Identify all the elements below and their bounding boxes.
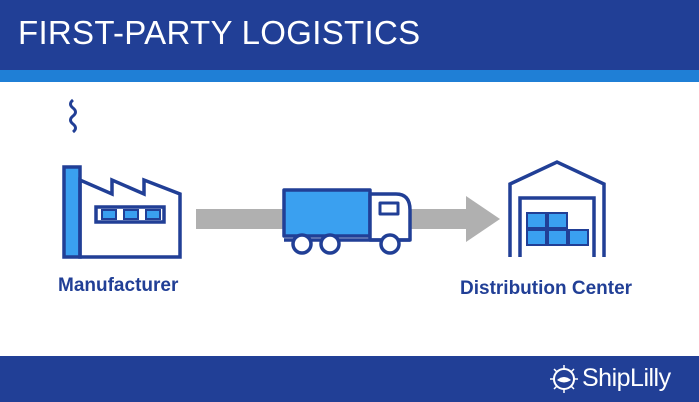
page-title: FIRST-PARTY LOGISTICS: [18, 14, 421, 51]
factory-icon: [62, 98, 182, 259]
warehouse-boxes: [526, 212, 589, 246]
shiplilly-brand: ShipLilly: [548, 362, 694, 396]
truck-icon: [282, 188, 412, 255]
warehouse-outline: [508, 160, 606, 257]
shiplilly-logo-icon: [550, 365, 578, 393]
smoke-icon: [69, 98, 77, 134]
factory-building: [78, 177, 182, 259]
header-bar: FIRST-PARTY LOGISTICS: [0, 0, 699, 70]
truck-cab: [368, 192, 412, 242]
truck-wheel: [319, 233, 341, 255]
warehouse-icon: [508, 160, 606, 257]
truck-wheel: [291, 233, 313, 255]
arrow-head: [466, 196, 500, 242]
brand-name: ShipLilly: [582, 364, 671, 392]
diagram-canvas: [62, 98, 606, 259]
distribution-center-label: Distribution Center: [460, 278, 633, 299]
logistics-diagram: Manufacturer Distribution Center: [0, 82, 699, 356]
truck-wheel: [379, 233, 401, 255]
factory-chimney: [62, 165, 82, 259]
truck-window: [378, 201, 400, 216]
manufacturer-label: Manufacturer: [58, 275, 179, 296]
factory-windows: [94, 205, 166, 224]
truck-cargo: [282, 188, 372, 238]
warehouse-door-frame: [518, 196, 596, 257]
header-accent-stripe: [0, 70, 699, 82]
footer-bar: [0, 356, 699, 402]
